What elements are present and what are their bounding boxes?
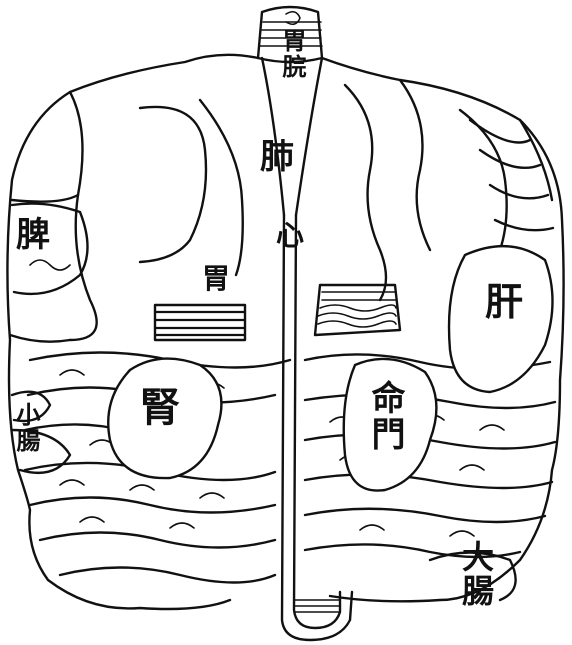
label-fei: 肺 — [260, 140, 294, 174]
label-xin: 心 — [276, 222, 304, 250]
label-gan: 肝 — [485, 283, 523, 321]
label-wei: 胃 — [202, 265, 230, 293]
label-dachang: 大腸 — [460, 540, 492, 608]
label-weiwan: 胃脘 — [280, 28, 304, 80]
stomach-hatching — [155, 285, 400, 340]
label-mingmen: 命門 — [368, 380, 402, 452]
label-pi: 脾 — [16, 218, 50, 252]
label-shen: 腎 — [140, 388, 180, 428]
label-xiaochang: 小腸 — [14, 402, 38, 454]
